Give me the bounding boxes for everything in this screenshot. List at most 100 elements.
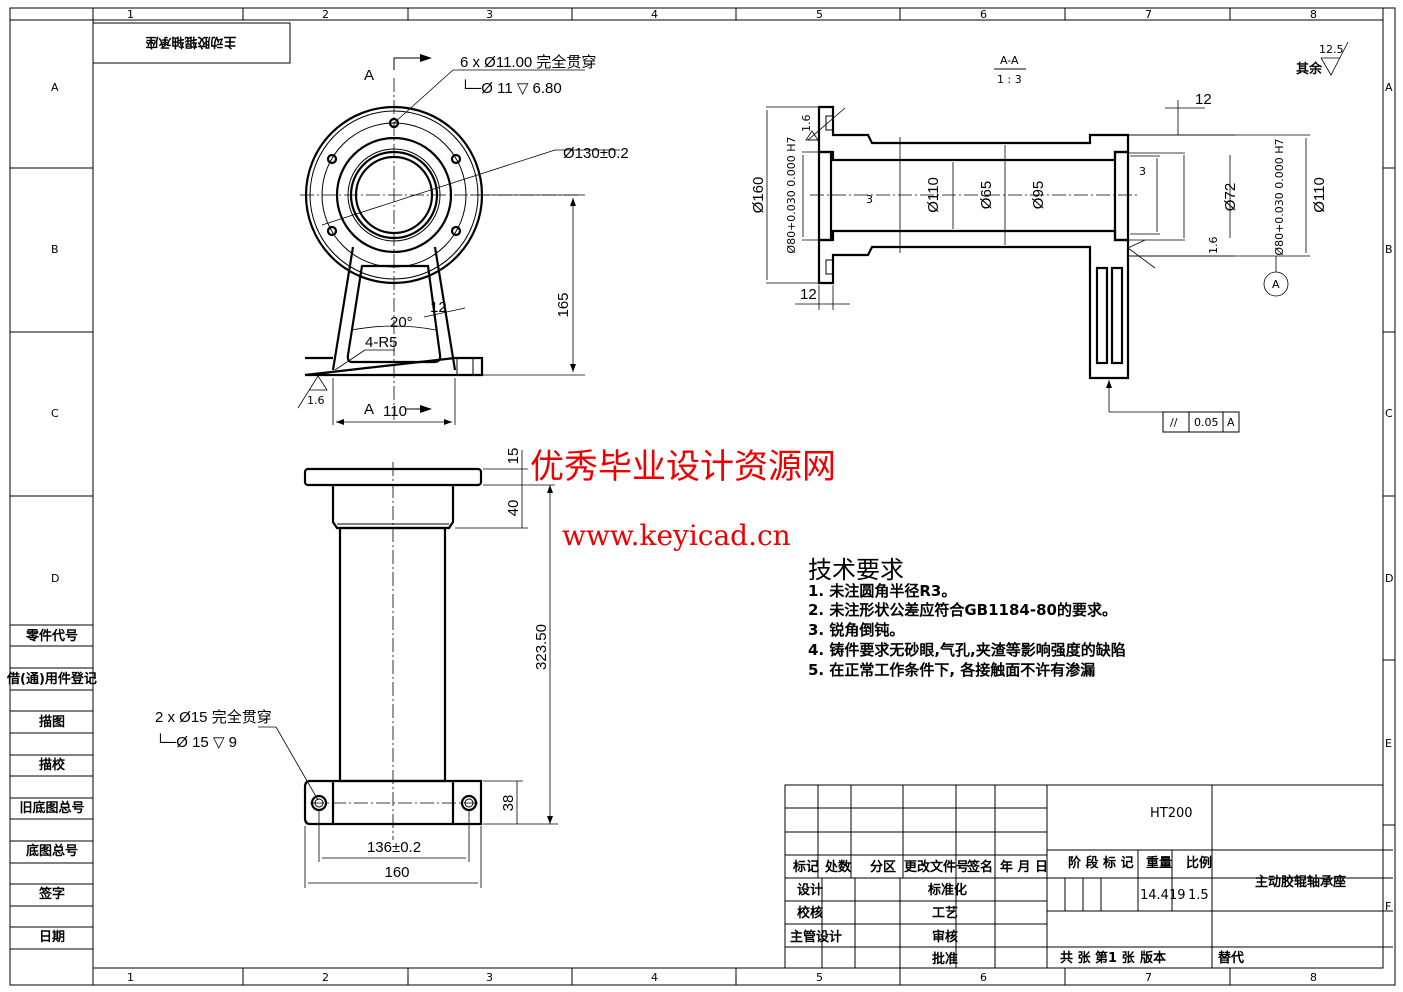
tb-review: 审核 [932,929,958,945]
dim-neck-40: 40 [505,500,522,517]
tb-replace: 替代 [1218,950,1244,966]
roughness-right: 1.6 [1207,237,1220,255]
dim-d95: Ø95 [1030,181,1047,209]
col-marker-6-bottom: 6 [980,971,987,984]
left-table-signature: 签字 [38,886,65,902]
tech-req-item: 4. 铸件要求无砂眼,气孔,夹渣等影响强度的缺陷 [808,641,1126,659]
title-block: 标记 处数 分区 更改文件号 签名 年 月 日 阶 段 标 记 重量 比例 14… [784,784,1393,969]
dim-d80-right: Ø80+0.030 0.000 H7 [1273,138,1286,255]
dim-d65: Ø65 [978,181,995,209]
section-view-a-a: A-A 1 : 3 其余 12.5 Ø160 Ø80+0.030 0.000 H… [750,41,1349,433]
roughness-left: 1.6 [800,115,813,133]
row-marker-d-right: D [1385,572,1393,585]
col-marker-4-bottom: 4 [651,971,658,984]
section-title: A-A [1000,54,1019,67]
hole-callout-2x-depth: └─Ø 15 ▽ 9 [155,733,237,751]
tb-weight-label: 重量 [1146,855,1172,871]
tech-req-item: 1. 未注圆角半径R3。 [808,582,956,600]
tb-chief-design: 主管设计 [790,929,842,945]
row-marker-f-right: F [1385,900,1391,913]
dim-bolt-circle: Ø130±0.2 [563,145,629,162]
tb-header-sign: 签名 [966,859,993,875]
section-scale: 1 : 3 [997,73,1022,86]
left-record-table: 零件代号 借(通)用件登记 描图 描校 旧底图总号 底图总号 签字 日期 [6,624,97,950]
drawing-frame: 1 2 3 4 5 6 7 8 1 2 3 4 5 6 7 8 A B C D … [9,7,1396,986]
tb-version: 版本 [1140,950,1166,966]
dim-chamfer-right: 3 [1139,165,1146,178]
dim-base-width: 160 [384,864,409,881]
dim-width-12-bottom: 12 [800,286,817,303]
row-marker-a: A [51,81,59,94]
tb-approve: 批准 [932,951,958,967]
col-marker-6: 6 [980,8,987,21]
dim-width-110: 110 [383,403,407,420]
tb-material: HT200 [1150,806,1193,821]
dim-d72: Ø72 [1222,183,1239,211]
tolerance-datum: A [1227,416,1235,429]
tb-header-count: 处数 [824,859,852,875]
col-marker-7-bottom: 7 [1145,971,1152,984]
tech-req-heading: 技术要求 [808,556,904,584]
row-marker-a-right: A [1385,81,1393,94]
dim-length-323-50: 323.50 [533,624,550,670]
dim-width-12-top: 12 [1195,91,1212,108]
tb-header-mark: 标记 [792,859,819,875]
datum-a: A [1272,278,1280,291]
dim-flange-15: 15 [505,448,522,465]
row-marker-c-right: C [1385,407,1393,420]
col-marker-1: 1 [127,8,134,21]
tech-req-item: 5. 在正常工作条件下, 各接触面不许有渗漏 [808,661,1095,679]
dim-angle-20: 20° [390,314,413,331]
tb-header-change-doc: 更改文件号 [904,859,969,875]
left-table-date: 日期 [39,930,65,945]
left-table-master-no: 底图总号 [26,843,78,859]
left-table-borrow-register: 借(通)用件登记 [6,671,97,687]
col-marker-3: 3 [486,8,493,21]
tech-req-item: 2. 未注形状公差应符合GB1184-80的要求。 [808,601,1117,619]
row-marker-b: B [51,243,59,256]
left-table-trace-check: 描校 [39,757,66,773]
dim-d110-mid: Ø110 [925,177,942,213]
tb-header-zone: 分区 [870,859,896,875]
watermark-url: www.keyicad.cn [562,519,791,552]
corner-label-upside-down: 主动胶辊轴承座 [145,34,236,50]
tb-design: 设计 [797,882,823,898]
tb-process: 工艺 [932,905,958,921]
bolt-holes [326,117,462,237]
tb-part-name: 主动胶辊轴承座 [1255,874,1346,890]
roughness-rest-value: 12.5 [1319,43,1344,56]
hole-callout-2x: 2 x Ø15 完全贯穿 [155,708,272,726]
hole-callout-6x: 6 x Ø11.00 完全贯穿 [460,53,596,71]
tb-sheets: 共 张 第1 张 [1060,950,1136,966]
col-marker-2-bottom: 2 [322,971,329,984]
tolerance-symbol: // [1170,416,1178,429]
roughness-front: 1.6 [307,394,325,407]
col-marker-2: 2 [322,8,329,21]
left-table-part-code: 零件代号 [25,628,78,644]
col-marker-8-bottom: 8 [1310,971,1317,984]
row-marker-d: D [51,572,59,585]
dim-fillet-4r5: 4-R5 [365,334,398,351]
dim-base-38: 38 [500,795,517,812]
dim-rib-12: 12 [430,299,447,316]
watermark-title: 优秀毕业设计资源网 [530,447,836,487]
col-marker-8: 8 [1310,8,1317,21]
col-marker-3-bottom: 3 [486,971,493,984]
front-view: A 6 x Ø11.00 完全贯穿 └─Ø 11 ▽ 6.80 Ø130±0.2… [297,53,629,425]
tb-scale: 1.5 [1188,888,1209,903]
row-marker-b-right: B [1385,243,1393,256]
hole-callout-6x-depth: └─Ø 11 ▽ 6.80 [460,79,562,97]
col-marker-5: 5 [816,8,823,21]
section-mark-a-bottom: A [364,401,374,418]
col-marker-7: 7 [1145,8,1152,21]
dim-chamfer-left: 3 [866,193,873,206]
dim-hole-pitch: 136±0.2 [367,839,421,856]
dim-d110-right: Ø110 [1311,177,1328,213]
col-marker-4: 4 [651,8,658,21]
roughness-rest-label: 其余 [1296,61,1323,77]
tb-scale-label: 比例 [1186,855,1212,871]
technical-requirements: 技术要求 1. 未注圆角半径R3。 2. 未注形状公差应符合GB1184-80的… [808,556,1126,679]
col-marker-1-bottom: 1 [127,971,134,984]
